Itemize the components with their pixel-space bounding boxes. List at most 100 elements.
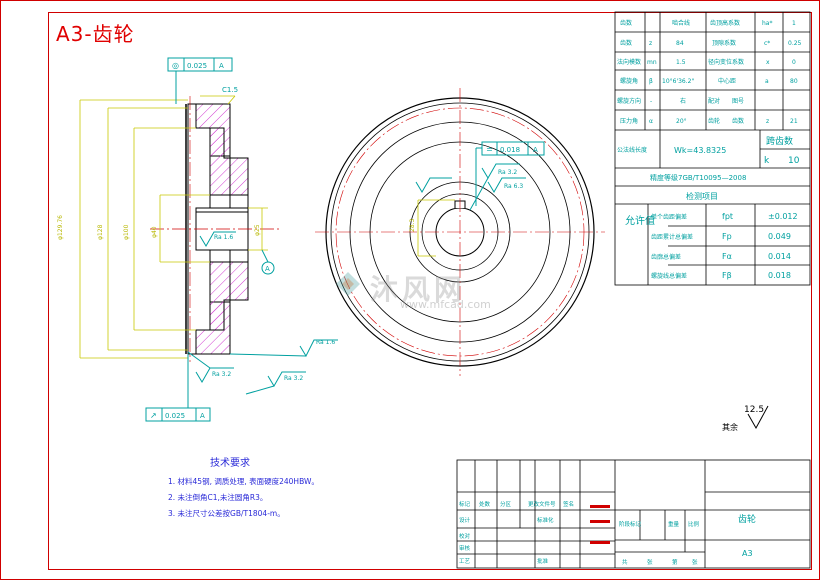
common-normal-value: Wk=43.8325	[674, 146, 726, 155]
dim-bore-diameter: φ25	[254, 224, 261, 236]
param-r2c6: 0.25	[788, 40, 802, 47]
technical-notes: 技术要求 1. 材料45钢, 调质处理, 表面硬度240HBW。 2. 未注倒角…	[168, 456, 319, 518]
param-r3c1: 法向模数	[617, 58, 641, 66]
param-r5c1: 螺旋方向	[617, 97, 641, 105]
param-r5c4: 配对	[708, 97, 720, 105]
param-r1c4: ha*	[762, 20, 772, 27]
notes-line-3: 3. 未注尺寸公差按GB/T1804-m。	[168, 508, 285, 518]
item-3-name: 螺旋线总偏差	[651, 272, 687, 280]
title-block-redmarks	[590, 505, 610, 544]
tb-sign: 签名	[563, 500, 574, 508]
param-r6c1: 压力角	[620, 117, 638, 125]
item-2-value: 0.014	[768, 252, 791, 261]
section-view: φ129.76 φ128 φ100 φ40 φ25 C1.5 ◎ 0.025 A	[57, 57, 338, 422]
item-0-name: 单个齿距偏差	[651, 213, 687, 221]
section-dimension-lines	[79, 95, 268, 359]
geo-tol-front-symbol: ≐	[486, 145, 493, 154]
general-finish-label: 其余	[722, 422, 738, 432]
param-r1c5: 1	[792, 20, 796, 27]
dim-pitch-diameter: φ128	[97, 224, 104, 240]
item-0-value: ±0.012	[768, 212, 798, 221]
param-r3c6: 0	[792, 59, 796, 66]
keyway-dimension: 28.3	[409, 218, 416, 232]
tb-sheets2: 张	[692, 558, 698, 566]
param-r5c3: 右	[680, 97, 686, 105]
tb-total: 共	[622, 558, 628, 566]
tb-mark: 标记	[459, 500, 471, 508]
param-r4c5: a	[765, 78, 769, 85]
geo-tol-bottom: ↗ 0.025 A	[145, 354, 211, 422]
param-r3c4: 径向变位系数	[708, 58, 744, 66]
param-r6c7: 21	[790, 118, 798, 125]
param-r6c3: 20°	[676, 118, 687, 125]
param-r6c5: 齿数	[732, 117, 744, 125]
tb-page: 第	[672, 558, 678, 566]
geo-tol-bottom-datum: A	[200, 412, 205, 420]
tb-approve: 批准	[537, 557, 549, 565]
roughness-face-bottom: Ra 3.2	[212, 371, 231, 378]
roughness-symbols-front	[415, 163, 526, 211]
param-r5c5: 图号	[732, 98, 744, 105]
tb-design: 设计	[459, 516, 471, 524]
geo-tol-top-datum: A	[219, 62, 224, 70]
param-r2c4: 顶隙系数	[712, 39, 736, 47]
accuracy-grade: 精度等级7GB/T10095—2008	[650, 173, 746, 182]
tb-sheet-size: A3	[742, 549, 753, 558]
param-r2c2: z	[649, 40, 652, 47]
tb-check: 校对	[459, 532, 471, 540]
tb-process: 工艺	[459, 558, 471, 565]
param-r2c3: 84	[676, 40, 684, 47]
geo-tol-top-symbol: ◎	[172, 61, 179, 70]
tolerance-label-text: 允许值	[625, 214, 655, 227]
tb-stage: 阶段标记	[619, 520, 642, 528]
item-3-symbol: Fβ	[722, 271, 732, 280]
geo-tol-bottom-value: 0.025	[165, 412, 185, 420]
item-2-symbol: Fα	[722, 252, 732, 261]
roughness-bore: Ra 1.6	[214, 234, 233, 241]
watermark-logo-icon	[336, 272, 360, 296]
param-r5c2: -	[650, 98, 652, 105]
dim-web-diameter: φ100	[123, 224, 130, 240]
geo-tol-bottom-symbol: ↗	[150, 411, 157, 420]
param-r6c2: α	[649, 118, 653, 125]
param-r3c5: x	[766, 59, 770, 66]
span-value: 10	[788, 156, 800, 166]
roughness-front-side: Ra 6.3	[504, 183, 523, 190]
param-r4c3: 10°6'36.2"	[662, 78, 694, 85]
watermark-url: www.mfcad.com	[400, 298, 491, 311]
datum-a-marker: A	[261, 249, 275, 275]
param-r2c1: 齿数	[620, 39, 632, 47]
param-r1c2: 啮合线	[672, 19, 690, 27]
dim-tip-diameter: φ129.76	[57, 215, 64, 240]
param-r6c4: 齿轮	[708, 117, 720, 125]
item-0-symbol: fpt	[722, 212, 733, 221]
notes-title: 技术要求	[210, 456, 250, 469]
geo-tol-top: ◎ 0.025 A	[167, 57, 233, 104]
param-r2c5: c*	[764, 40, 770, 47]
tb-review: 审核	[459, 544, 471, 552]
title-block	[456, 459, 811, 569]
item-1-name: 齿距累计总偏差	[651, 233, 693, 241]
param-r1c3: 齿顶高系数	[710, 19, 740, 27]
tb-scale: 比例	[688, 520, 700, 528]
front-view: 28.3 ≐ 0.018 A Ra 3.2 Ra 6.3	[315, 88, 605, 376]
item-2-name: 齿廓总偏差	[651, 253, 681, 261]
inspection-header: 检测项目	[686, 191, 718, 201]
roughness-symbols-section	[187, 231, 338, 395]
geo-tol-front: ≐ 0.018 A	[475, 141, 545, 206]
item-1-value: 0.049	[768, 232, 791, 241]
param-r4c1: 螺旋角	[620, 77, 638, 85]
tolerance-label: 允许值	[625, 214, 655, 227]
item-3-value: 0.018	[768, 271, 791, 280]
param-r1c1: 齿数	[620, 19, 632, 27]
tb-standardize: 标准化	[537, 516, 554, 524]
param-r3c3: 1.5	[676, 59, 686, 66]
common-normal-label: 公法线长度	[617, 146, 647, 154]
roughness-front-keyway: Ra 3.2	[498, 169, 517, 176]
notes-line-2: 2. 未注倒角C1,未注圆角R3。	[168, 492, 267, 502]
roughness-face-right: Ra 1.6	[316, 339, 335, 346]
span-label: 跨齿数	[766, 135, 793, 147]
span-symbol: k	[764, 156, 770, 166]
